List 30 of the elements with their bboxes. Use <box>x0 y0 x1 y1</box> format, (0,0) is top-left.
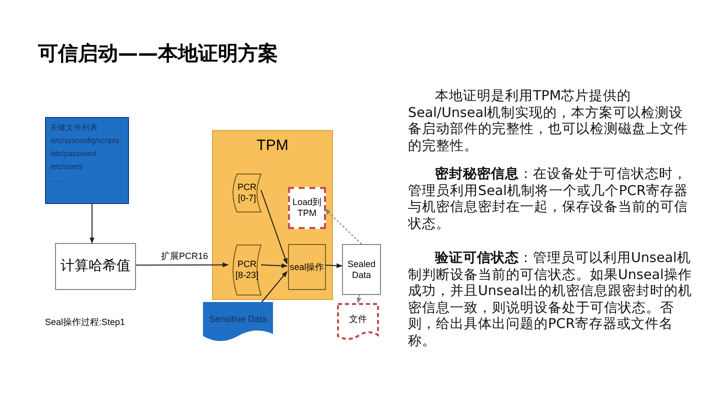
process-box <box>288 244 326 290</box>
tpm-container <box>212 130 333 300</box>
arrow <box>324 208 362 244</box>
arrow <box>136 262 229 268</box>
container-title: TPM <box>256 137 288 155</box>
slide-title: 可信启动——本地证明方案 <box>38 40 278 67</box>
box-label: 文件 <box>349 314 367 325</box>
data-box <box>342 244 381 295</box>
box-label: PCR [8-23] <box>234 259 260 281</box>
box-label: Load到TPM <box>291 197 323 219</box>
document-shape <box>337 303 379 341</box>
caption-text: Seal操作过程:Step1 <box>45 316 126 329</box>
arrow <box>356 294 362 304</box>
arrow <box>90 204 94 244</box>
box-label: seal操作 <box>290 262 324 272</box>
box-label: PCR [0-7] <box>236 182 258 204</box>
file-list-box <box>45 117 129 204</box>
arrow <box>260 263 288 268</box>
edge-label: 扩展PCR16 <box>160 250 210 263</box>
box-label: 计算哈希值 <box>60 258 130 275</box>
box-label: Sensitive Data <box>208 314 268 324</box>
document-shape <box>203 302 273 342</box>
dashed-box <box>288 187 326 229</box>
paragraph: 验证可信状态：管理员可以利用Unseal机制判断设备当前的可信状态。如果Unseal操作成功，并且Unseal出的机密信息跟密封时的机密信息一致，则说明设备处于可信状态。否则，给出具体出问题的PCR寄存器或文件名称。 <box>408 250 693 349</box>
arrow <box>260 190 288 264</box>
box-label: Sealed Data <box>346 258 377 280</box>
paragraph: 本地证明是利用TPM芯片提供的Seal/Unseal机制实现的，本方案可以检测设备启动部件的完整性，也可以检测磁盘上文件的完整性。 <box>408 88 689 154</box>
arrow <box>324 263 343 268</box>
process-box <box>55 243 136 290</box>
paragraph: 密封秘密信息：在设备处于可信状态时，管理员利用Seal机制将一个或几个PCR寄存器与机密信息密封在一起，保存设备当前的可信状态。 <box>408 166 689 232</box>
